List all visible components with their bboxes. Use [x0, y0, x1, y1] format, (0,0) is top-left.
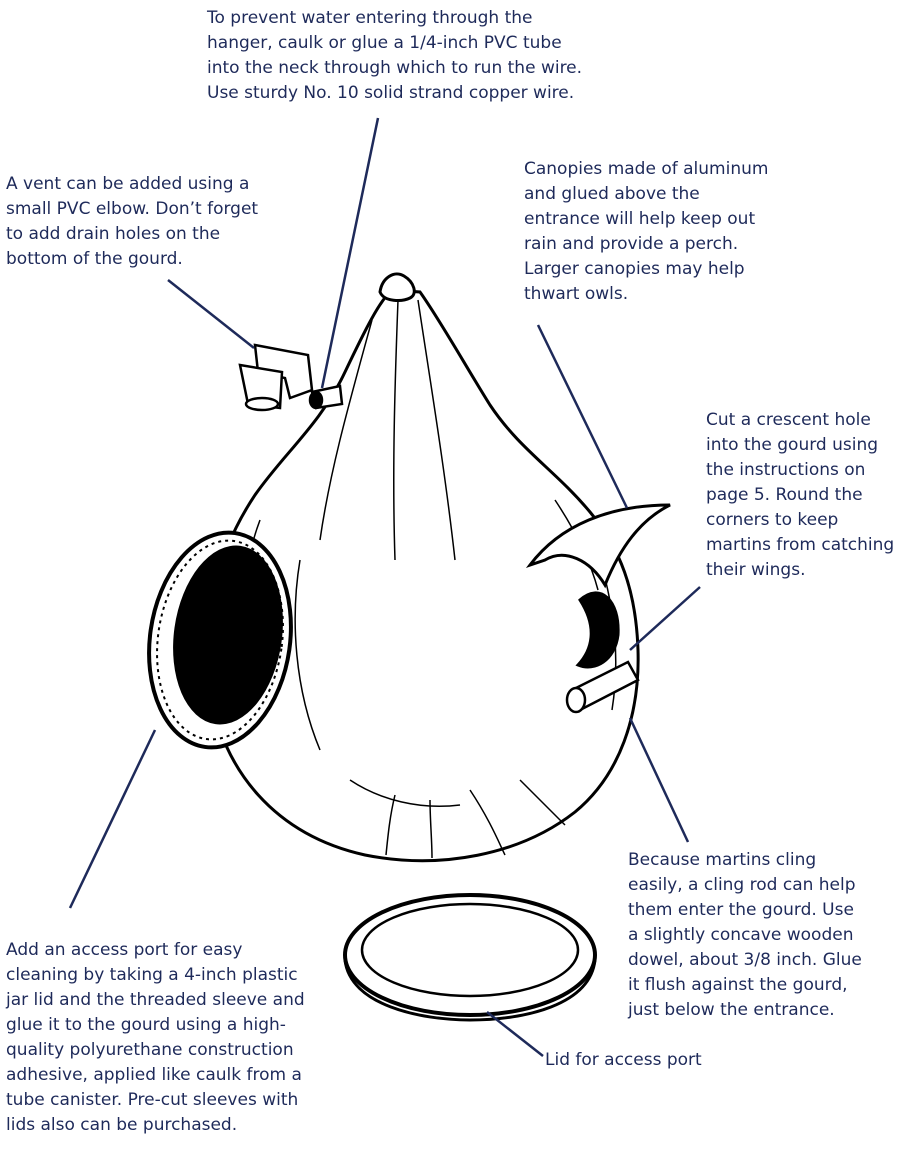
lid-note: Lid for access port	[545, 1048, 745, 1073]
leader-access	[70, 730, 155, 908]
gourd-stem	[380, 274, 414, 301]
cling-rod-note: Because martins cling easily, a cling ro…	[628, 848, 913, 1023]
vent-elbow	[240, 345, 312, 410]
canopy-note: Canopies made of aluminum and glued abov…	[524, 157, 814, 307]
crescent-hole-note: Cut a crescent hole into the gourd using…	[706, 408, 921, 583]
leader-vent	[168, 280, 254, 348]
leader-cling	[630, 718, 688, 842]
hanger-note: To prevent water entering through the ha…	[207, 6, 627, 106]
lid	[345, 895, 595, 1020]
vent-note: A vent can be added using a small PVC el…	[6, 172, 306, 272]
leader-lid	[487, 1012, 543, 1056]
leader-crescent	[630, 587, 700, 650]
access-port-note: Add an access port for easy cleaning by …	[6, 938, 346, 1138]
hanger-tube	[310, 386, 342, 408]
